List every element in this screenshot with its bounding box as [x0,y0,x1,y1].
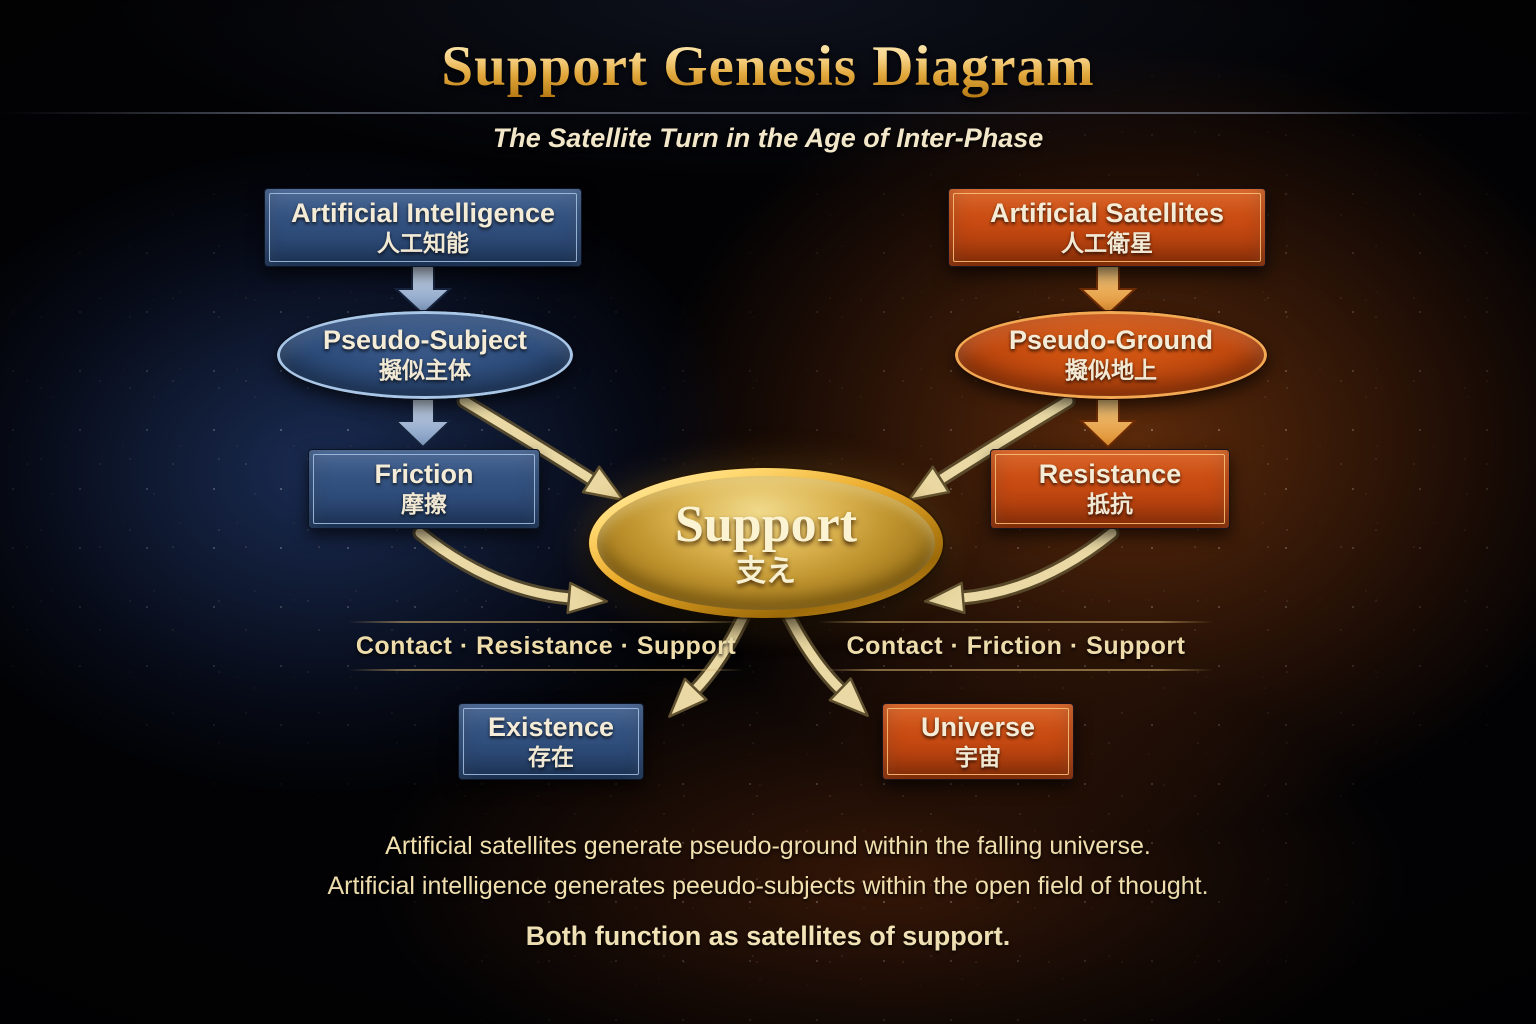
node-support: Support 支え [589,468,943,618]
node-friction-ja: 摩擦 [401,492,447,519]
node-existence-label: Existence [487,711,615,742]
node-friction: Friction 摩擦 [308,449,540,529]
node-artificial-satellites: Artificial Satellites 人工衛星 [948,188,1266,267]
page-title: Support Genesis Diagram [0,34,1536,99]
arrow-pseudo-ground-to-support [907,396,1073,502]
node-support-label: Support [674,496,858,553]
title-divider [0,112,1536,114]
arrow-satellites-to-pseudo-ground [1078,265,1138,316]
arrow-support-to-universe [782,608,869,717]
footer-line-2: Artificial intelligence generates peeudo… [327,872,1209,900]
node-pseudo-ground: Pseudo-Ground 擬似地上 [954,310,1268,400]
footer-line-3: Both function as satellites of support. [525,921,1011,951]
node-pseudo-subject: Pseudo-Subject 擬似主体 [276,310,574,400]
node-artificial-intelligence-ja: 人工知能 [377,230,469,257]
node-resistance-label: Resistance [1038,459,1182,490]
node-universe-ja: 宇宙 [955,744,1001,771]
node-artificial-satellites-ja: 人工衛星 [1061,230,1153,257]
arrow-pseudo-ground-to-resistance [1078,398,1138,449]
node-pseudo-subject-ja: 擬似主体 [379,358,471,385]
node-resistance-ja: 抵抗 [1087,492,1133,519]
node-pseudo-ground-label: Pseudo-Ground [1009,325,1213,356]
chain-label-left: Contact · Resistance · Support [348,621,744,671]
node-friction-label: Friction [374,459,474,490]
node-artificial-intelligence-label: Artificial Intelligence [290,197,556,228]
arrow-resistance-to-support-outline [954,525,1120,606]
arrow-friction-to-support-outline [412,525,578,606]
node-support-ja: 支え [736,554,796,589]
arrow-pseudo-subject-to-support [459,396,625,502]
node-support-face: Support 支え [597,476,935,610]
node-universe: Universe 宇宙 [882,703,1074,780]
arrow-ai-to-pseudo-subject [393,265,453,316]
arrow-resistance-to-support [923,528,1117,615]
page-subtitle: The Satellite Turn in the Age of Inter-P… [492,123,1044,153]
node-pseudo-ground-ja: 擬似地上 [1065,358,1157,385]
node-universe-label: Universe [920,711,1036,742]
footer-text: Artificial satellites generate pseudo-gr… [0,834,1536,965]
arrow-friction-to-support [415,528,609,615]
node-pseudo-subject-label: Pseudo-Subject [322,325,528,356]
arrow-pseudo-subject-to-friction [393,398,453,449]
node-existence: Existence 存在 [458,703,644,780]
node-existence-ja: 存在 [528,744,574,771]
chain-label-right: Contact · Friction · Support [818,621,1214,671]
footer-line-1: Artificial satellites generate pseudo-gr… [385,832,1151,860]
node-resistance: Resistance 抵抗 [990,449,1230,529]
node-artificial-satellites-label: Artificial Satellites [989,197,1225,228]
node-artificial-intelligence: Artificial Intelligence 人工知能 [264,188,582,267]
